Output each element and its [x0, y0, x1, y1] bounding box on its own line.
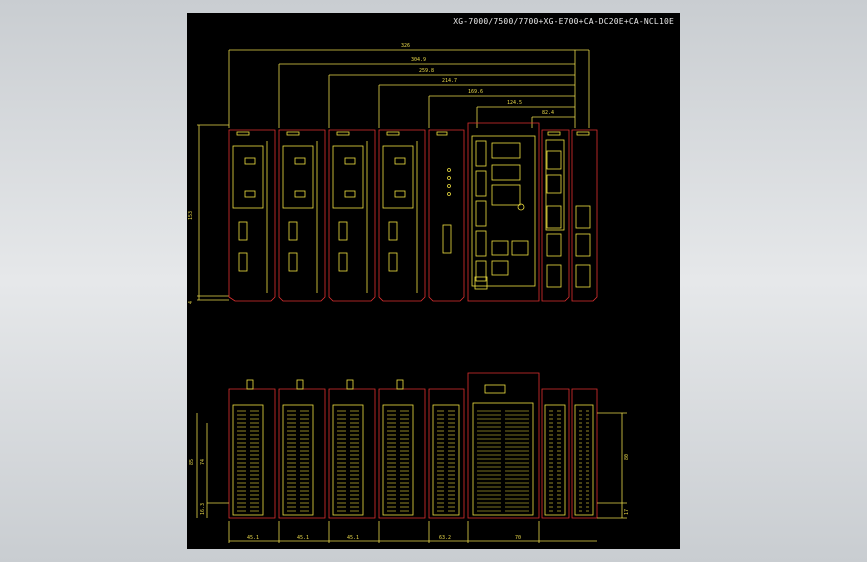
- dim-label-80: 80: [624, 453, 630, 460]
- dim-label-45-1-a: 45.1: [247, 535, 260, 541]
- drawing-title: XG-7000/7500/7700+XG-E700+CA-DC20E+CA-NC…: [453, 17, 674, 26]
- dim-label-17: 17: [624, 508, 630, 515]
- front-module-outlines: [228, 122, 598, 302]
- dim-label-153: 153: [188, 210, 194, 220]
- front-top-dimension-lines: [228, 49, 590, 128]
- drawing-canvas[interactable]: XG-7000/7500/7700+XG-E700+CA-DC20E+CA-NC…: [187, 13, 680, 549]
- dim-label-45-1-c: 45.1: [347, 535, 360, 541]
- dim-label-63-2: 63.2: [439, 535, 452, 541]
- dim-label-326: 326: [401, 43, 411, 49]
- dim-label-16-3: 16.3: [200, 502, 206, 515]
- dim-label-304-9: 304.9: [411, 57, 427, 63]
- front-left-dimension-lines: [197, 124, 229, 301]
- dim-label-45-1-b: 45.1: [297, 535, 310, 541]
- dim-label-74: 74: [200, 458, 206, 465]
- dim-label-169-6: 169.6: [468, 89, 484, 95]
- cad-drawing: [196, 49, 627, 543]
- dim-label-214-7: 214.7: [442, 78, 458, 84]
- dim-label-82-4: 82.4: [542, 110, 555, 116]
- top-module-details: [196, 379, 627, 543]
- front-module-details: [232, 131, 591, 293]
- dim-label-124-5: 124.5: [507, 100, 523, 106]
- terminal-rows: [237, 410, 589, 512]
- dim-label-259-8: 259.8: [419, 68, 435, 74]
- dim-label-85: 85: [189, 458, 195, 465]
- dim-label-4: 4: [188, 300, 194, 304]
- dim-label-70: 70: [515, 535, 522, 541]
- top-module-outlines: [228, 372, 598, 519]
